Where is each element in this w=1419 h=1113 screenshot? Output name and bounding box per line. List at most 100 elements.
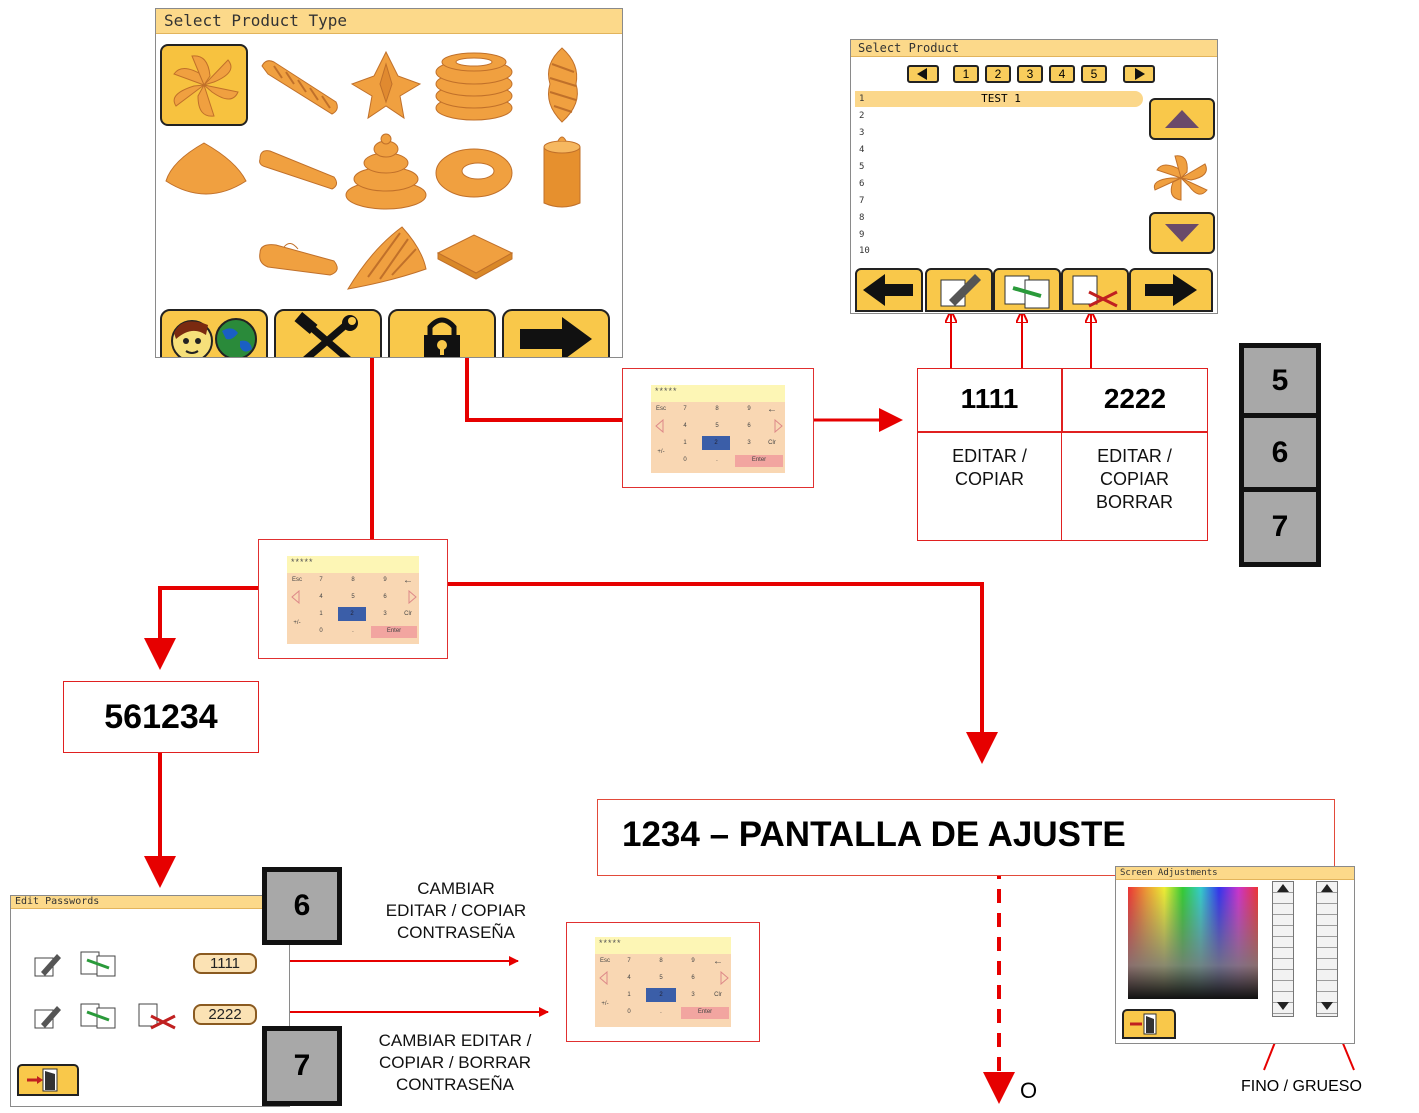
- back-button[interactable]: [855, 268, 923, 312]
- product-tile-star-swirl[interactable]: [342, 44, 430, 126]
- page-button-3[interactable]: 3: [1017, 65, 1043, 83]
- key-6[interactable]: 6: [691, 975, 695, 981]
- product-tile-ring[interactable]: [430, 131, 518, 213]
- key-plus-minus[interactable]: +/-: [657, 449, 665, 455]
- key-9[interactable]: 9: [383, 577, 387, 583]
- key-7[interactable]: 7: [627, 958, 631, 964]
- key-dot[interactable]: .: [660, 1009, 662, 1015]
- exit-button[interactable]: [17, 1064, 79, 1096]
- exit-button[interactable]: [1122, 1009, 1176, 1039]
- key-0[interactable]: 0: [627, 1009, 631, 1015]
- triangle-up-icon[interactable]: [1274, 883, 1292, 893]
- page-button-1[interactable]: 1: [953, 65, 979, 83]
- key-2-highlight[interactable]: [338, 607, 366, 621]
- key-6[interactable]: 6: [747, 423, 751, 429]
- scroll-down-button[interactable]: [1149, 212, 1215, 254]
- edit-copy-label-line: COPIAR: [954, 469, 1024, 489]
- key-5[interactable]: 5: [351, 594, 355, 600]
- key-dot[interactable]: .: [352, 628, 354, 634]
- product-tile-finger[interactable]: [254, 131, 342, 213]
- key-enter[interactable]: Enter: [697, 1009, 713, 1015]
- twist-bar-icon: [261, 60, 338, 115]
- key-3[interactable]: 3: [747, 440, 751, 446]
- page-button-2[interactable]: 2: [985, 65, 1011, 83]
- fine-coarse-label: FINO / GRUESO: [1241, 1078, 1362, 1095]
- key-dot[interactable]: .: [716, 457, 718, 463]
- lock-button[interactable]: [388, 309, 496, 357]
- key-6[interactable]: 6: [383, 594, 387, 600]
- key-9[interactable]: 9: [747, 406, 751, 412]
- product-tile-twist-bar[interactable]: [254, 44, 342, 126]
- delete-button[interactable]: [1061, 268, 1129, 312]
- key-4[interactable]: 4: [627, 975, 631, 981]
- tools-button[interactable]: [274, 309, 382, 357]
- page-button-5[interactable]: 5: [1081, 65, 1107, 83]
- key-2[interactable]: 2: [714, 440, 718, 446]
- key-3[interactable]: 3: [691, 992, 695, 998]
- selected-row-highlight[interactable]: [855, 91, 1143, 107]
- key-5[interactable]: 5: [659, 975, 663, 981]
- product-tile-cylinder[interactable]: [518, 131, 606, 213]
- key-1[interactable]: 1: [319, 611, 323, 617]
- key-1[interactable]: 1: [683, 440, 687, 446]
- key-9[interactable]: 9: [691, 958, 695, 964]
- product-tile-spiral[interactable]: [518, 44, 606, 126]
- key-enter[interactable]: Enter: [386, 628, 402, 634]
- key-8[interactable]: 8: [659, 958, 663, 964]
- triangle-down-icon[interactable]: [1274, 1001, 1292, 1011]
- key-backspace[interactable]: ←: [403, 575, 413, 586]
- key-2[interactable]: 2: [350, 611, 354, 617]
- key-4[interactable]: 4: [683, 423, 687, 429]
- language-button[interactable]: [160, 309, 268, 357]
- copy-button[interactable]: [993, 268, 1061, 312]
- coarse-adjust-slider[interactable]: [1316, 881, 1338, 1017]
- key-8[interactable]: 8: [715, 406, 719, 412]
- next-button[interactable]: [502, 309, 610, 357]
- product-tile-coil-stack[interactable]: [430, 44, 518, 126]
- page-prev-button[interactable]: [907, 65, 939, 83]
- forward-button[interactable]: [1129, 268, 1213, 312]
- enter-key-bg[interactable]: [681, 1007, 729, 1019]
- key-clr[interactable]: Clr: [768, 440, 776, 446]
- triangle-up-icon[interactable]: [1318, 883, 1336, 893]
- key-plus-minus[interactable]: +/-: [601, 1001, 609, 1007]
- key-backspace[interactable]: ←: [713, 956, 723, 967]
- password-1111-field[interactable]: 1111: [193, 953, 257, 974]
- page-next-button[interactable]: [1123, 65, 1155, 83]
- key-3[interactable]: 3: [383, 611, 387, 617]
- key-7[interactable]: 7: [683, 406, 687, 412]
- key-backspace[interactable]: ←: [767, 404, 777, 415]
- edit-button[interactable]: [925, 268, 993, 312]
- key-2[interactable]: 2: [659, 992, 663, 998]
- key-plus-minus[interactable]: +/-: [293, 620, 301, 626]
- key-esc[interactable]: Esc: [599, 958, 610, 964]
- key-enter[interactable]: Enter: [751, 457, 767, 463]
- key-4[interactable]: 4: [319, 594, 323, 600]
- key-esc[interactable]: Esc: [655, 406, 666, 412]
- row-number: 6: [859, 179, 865, 189]
- key-1[interactable]: 1: [627, 992, 631, 998]
- key-0[interactable]: 0: [319, 628, 323, 634]
- product-tile-wave-cone[interactable]: [342, 219, 430, 301]
- fine-adjust-slider[interactable]: [1272, 881, 1294, 1017]
- product-tile-dome[interactable]: [162, 131, 250, 213]
- triangle-down-icon[interactable]: [1318, 1001, 1336, 1011]
- key-clr[interactable]: Clr: [404, 611, 412, 617]
- enter-key-bg[interactable]: [735, 455, 783, 467]
- key-clr[interactable]: Clr: [714, 992, 722, 998]
- key-2-highlight[interactable]: [702, 436, 730, 450]
- enter-key-bg[interactable]: [371, 626, 417, 638]
- key-0[interactable]: 0: [683, 457, 687, 463]
- scroll-up-button[interactable]: [1149, 98, 1215, 140]
- key-7[interactable]: 7: [319, 577, 323, 583]
- key-2-highlight[interactable]: [646, 988, 676, 1002]
- key-esc[interactable]: Esc: [291, 577, 302, 583]
- page-button-4[interactable]: 4: [1049, 65, 1075, 83]
- product-tile-tiered-cone[interactable]: [342, 131, 430, 213]
- product-tile-roll[interactable]: [254, 219, 342, 301]
- password-2222-field[interactable]: 2222: [193, 1004, 257, 1025]
- key-8[interactable]: 8: [351, 577, 355, 583]
- product-tile-square-slab[interactable]: [430, 219, 518, 301]
- product-tile-rosette[interactable]: [160, 44, 248, 126]
- key-5[interactable]: 5: [715, 423, 719, 429]
